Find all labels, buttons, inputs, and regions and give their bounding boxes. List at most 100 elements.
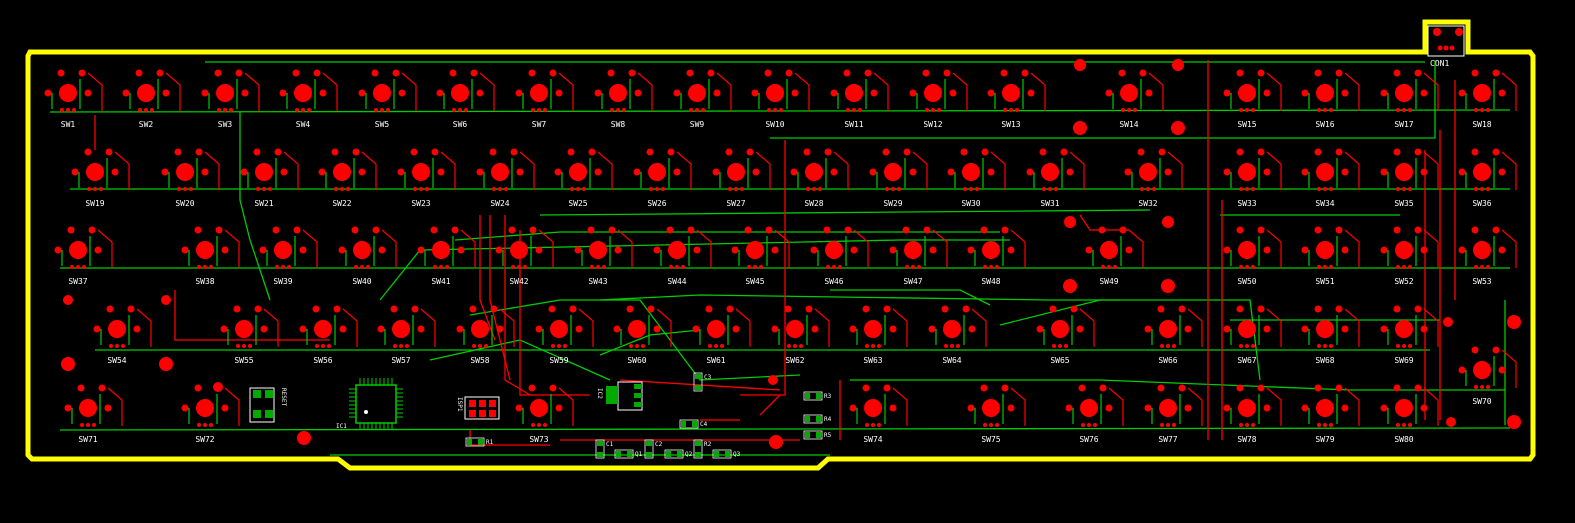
switch-label: SW53 (1472, 277, 1491, 286)
key-switch: SW26 (633, 148, 692, 208)
switch-label: SW15 (1237, 120, 1256, 129)
switch-label: SW32 (1138, 199, 1157, 208)
key-switch: SW24 (476, 148, 535, 208)
key-switch: SW46 (810, 226, 869, 286)
switch-center-pad (628, 320, 646, 338)
r1-label: R1 (486, 439, 494, 446)
key-switch: SW43 (574, 226, 633, 286)
switch-label: SW52 (1394, 277, 1413, 286)
switch-label: SW55 (234, 356, 253, 365)
switch-center-pad (196, 399, 214, 417)
switch-label: SW13 (1001, 120, 1020, 129)
key-switch: SW64 (928, 305, 987, 365)
mcu-ic: IC1 (336, 378, 403, 430)
switch-center-pad (1159, 399, 1177, 417)
key-switch: SW76 (1065, 384, 1124, 444)
key-switch: SW12 (909, 69, 968, 129)
key-switch: SW33 (1223, 148, 1282, 208)
switch-center-pad (510, 241, 528, 259)
switch-label: SW16 (1315, 120, 1334, 129)
regulator-ic: IC2 (596, 381, 643, 411)
key-switch: SW54 (93, 305, 152, 365)
switch-label: SW20 (175, 199, 194, 208)
key-switch: SW35 (1380, 148, 1439, 208)
switch-label: SW38 (195, 277, 214, 286)
key-switch: SW49 (1085, 226, 1144, 286)
switch-label: SW11 (844, 120, 863, 129)
switch-label: SW2 (139, 120, 154, 129)
switch-label: SW7 (532, 120, 547, 129)
switch-label: SW25 (568, 199, 587, 208)
r5-label: R5 (824, 432, 832, 439)
switch-center-pad (1041, 163, 1059, 181)
switch-center-pad (1316, 163, 1334, 181)
switch-label: SW56 (313, 356, 332, 365)
key-switch: SW58 (456, 305, 515, 365)
switch-center-pad (1473, 361, 1491, 379)
switch-center-pad (1316, 320, 1334, 338)
switch-center-pad (550, 320, 568, 338)
switch-label: SW77 (1158, 435, 1177, 444)
key-switch: SW42 (495, 226, 554, 286)
switch-center-pad (569, 163, 587, 181)
switch-label: SW45 (745, 277, 764, 286)
key-switch: SW59 (535, 305, 594, 365)
r3-label: R3 (824, 393, 832, 400)
switch-label: SW24 (490, 199, 509, 208)
switch-center-pad (86, 163, 104, 181)
key-switch: SW63 (849, 305, 908, 365)
passive-r3: R3 (803, 391, 832, 401)
switch-center-pad (333, 163, 351, 181)
key-switch: SW70 (1458, 346, 1517, 406)
connector-label: CON1 (1430, 59, 1449, 68)
key-switch: SW52 (1380, 226, 1439, 286)
switch-label: SW34 (1315, 199, 1334, 208)
key-switch: SW66 (1144, 305, 1203, 365)
switch-center-pad (530, 84, 548, 102)
c2-label: C2 (655, 441, 663, 448)
key-switch: SW34 (1301, 148, 1360, 208)
key-switch: SW7 (515, 69, 574, 129)
switch-center-pad (1238, 241, 1256, 259)
switch-label: SW68 (1315, 356, 1334, 365)
switch-label: SW58 (470, 356, 489, 365)
switch-center-pad (982, 241, 1000, 259)
key-switch: SW48 (967, 226, 1026, 286)
key-switch: SW75 (967, 384, 1026, 444)
switch-label: SW60 (627, 356, 646, 365)
key-switch: SW50 (1223, 226, 1282, 286)
switch-center-pad (864, 399, 882, 417)
key-switch: SW56 (299, 305, 358, 365)
switch-label: SW72 (195, 435, 214, 444)
switch-center-pad (196, 241, 214, 259)
switch-label: SW18 (1472, 120, 1491, 129)
key-switch: SW78 (1223, 384, 1282, 444)
mounting-pads (61, 59, 1521, 449)
switch-center-pad (648, 163, 666, 181)
key-switch: SW80 (1380, 384, 1439, 444)
q2-label: Q2 (685, 451, 693, 458)
key-switch: SW2 (122, 69, 181, 129)
switch-label: SW62 (785, 356, 804, 365)
switch-center-pad (530, 399, 548, 417)
switch-label: SW29 (883, 199, 902, 208)
switch-center-pad (1395, 163, 1413, 181)
switch-center-pad (1473, 241, 1491, 259)
switch-label: SW23 (411, 199, 430, 208)
passive-q3: Q3 (712, 449, 741, 459)
switch-center-pad (274, 241, 292, 259)
switch-label: SW76 (1079, 435, 1098, 444)
key-switch: SW1 (44, 69, 103, 129)
switch-center-pad (1473, 84, 1491, 102)
switch-label: SW51 (1315, 277, 1334, 286)
reset-switch: RESET (249, 387, 287, 423)
switch-center-pad (1002, 84, 1020, 102)
switch-center-pad (668, 241, 686, 259)
key-switch: SW32 (1124, 148, 1183, 208)
switch-label: SW3 (218, 120, 233, 129)
key-switch: SW68 (1301, 305, 1360, 365)
switch-label: SW35 (1394, 199, 1413, 208)
switch-label: SW78 (1237, 435, 1256, 444)
switch-center-pad (491, 163, 509, 181)
key-switch: SW14 (1105, 69, 1164, 129)
